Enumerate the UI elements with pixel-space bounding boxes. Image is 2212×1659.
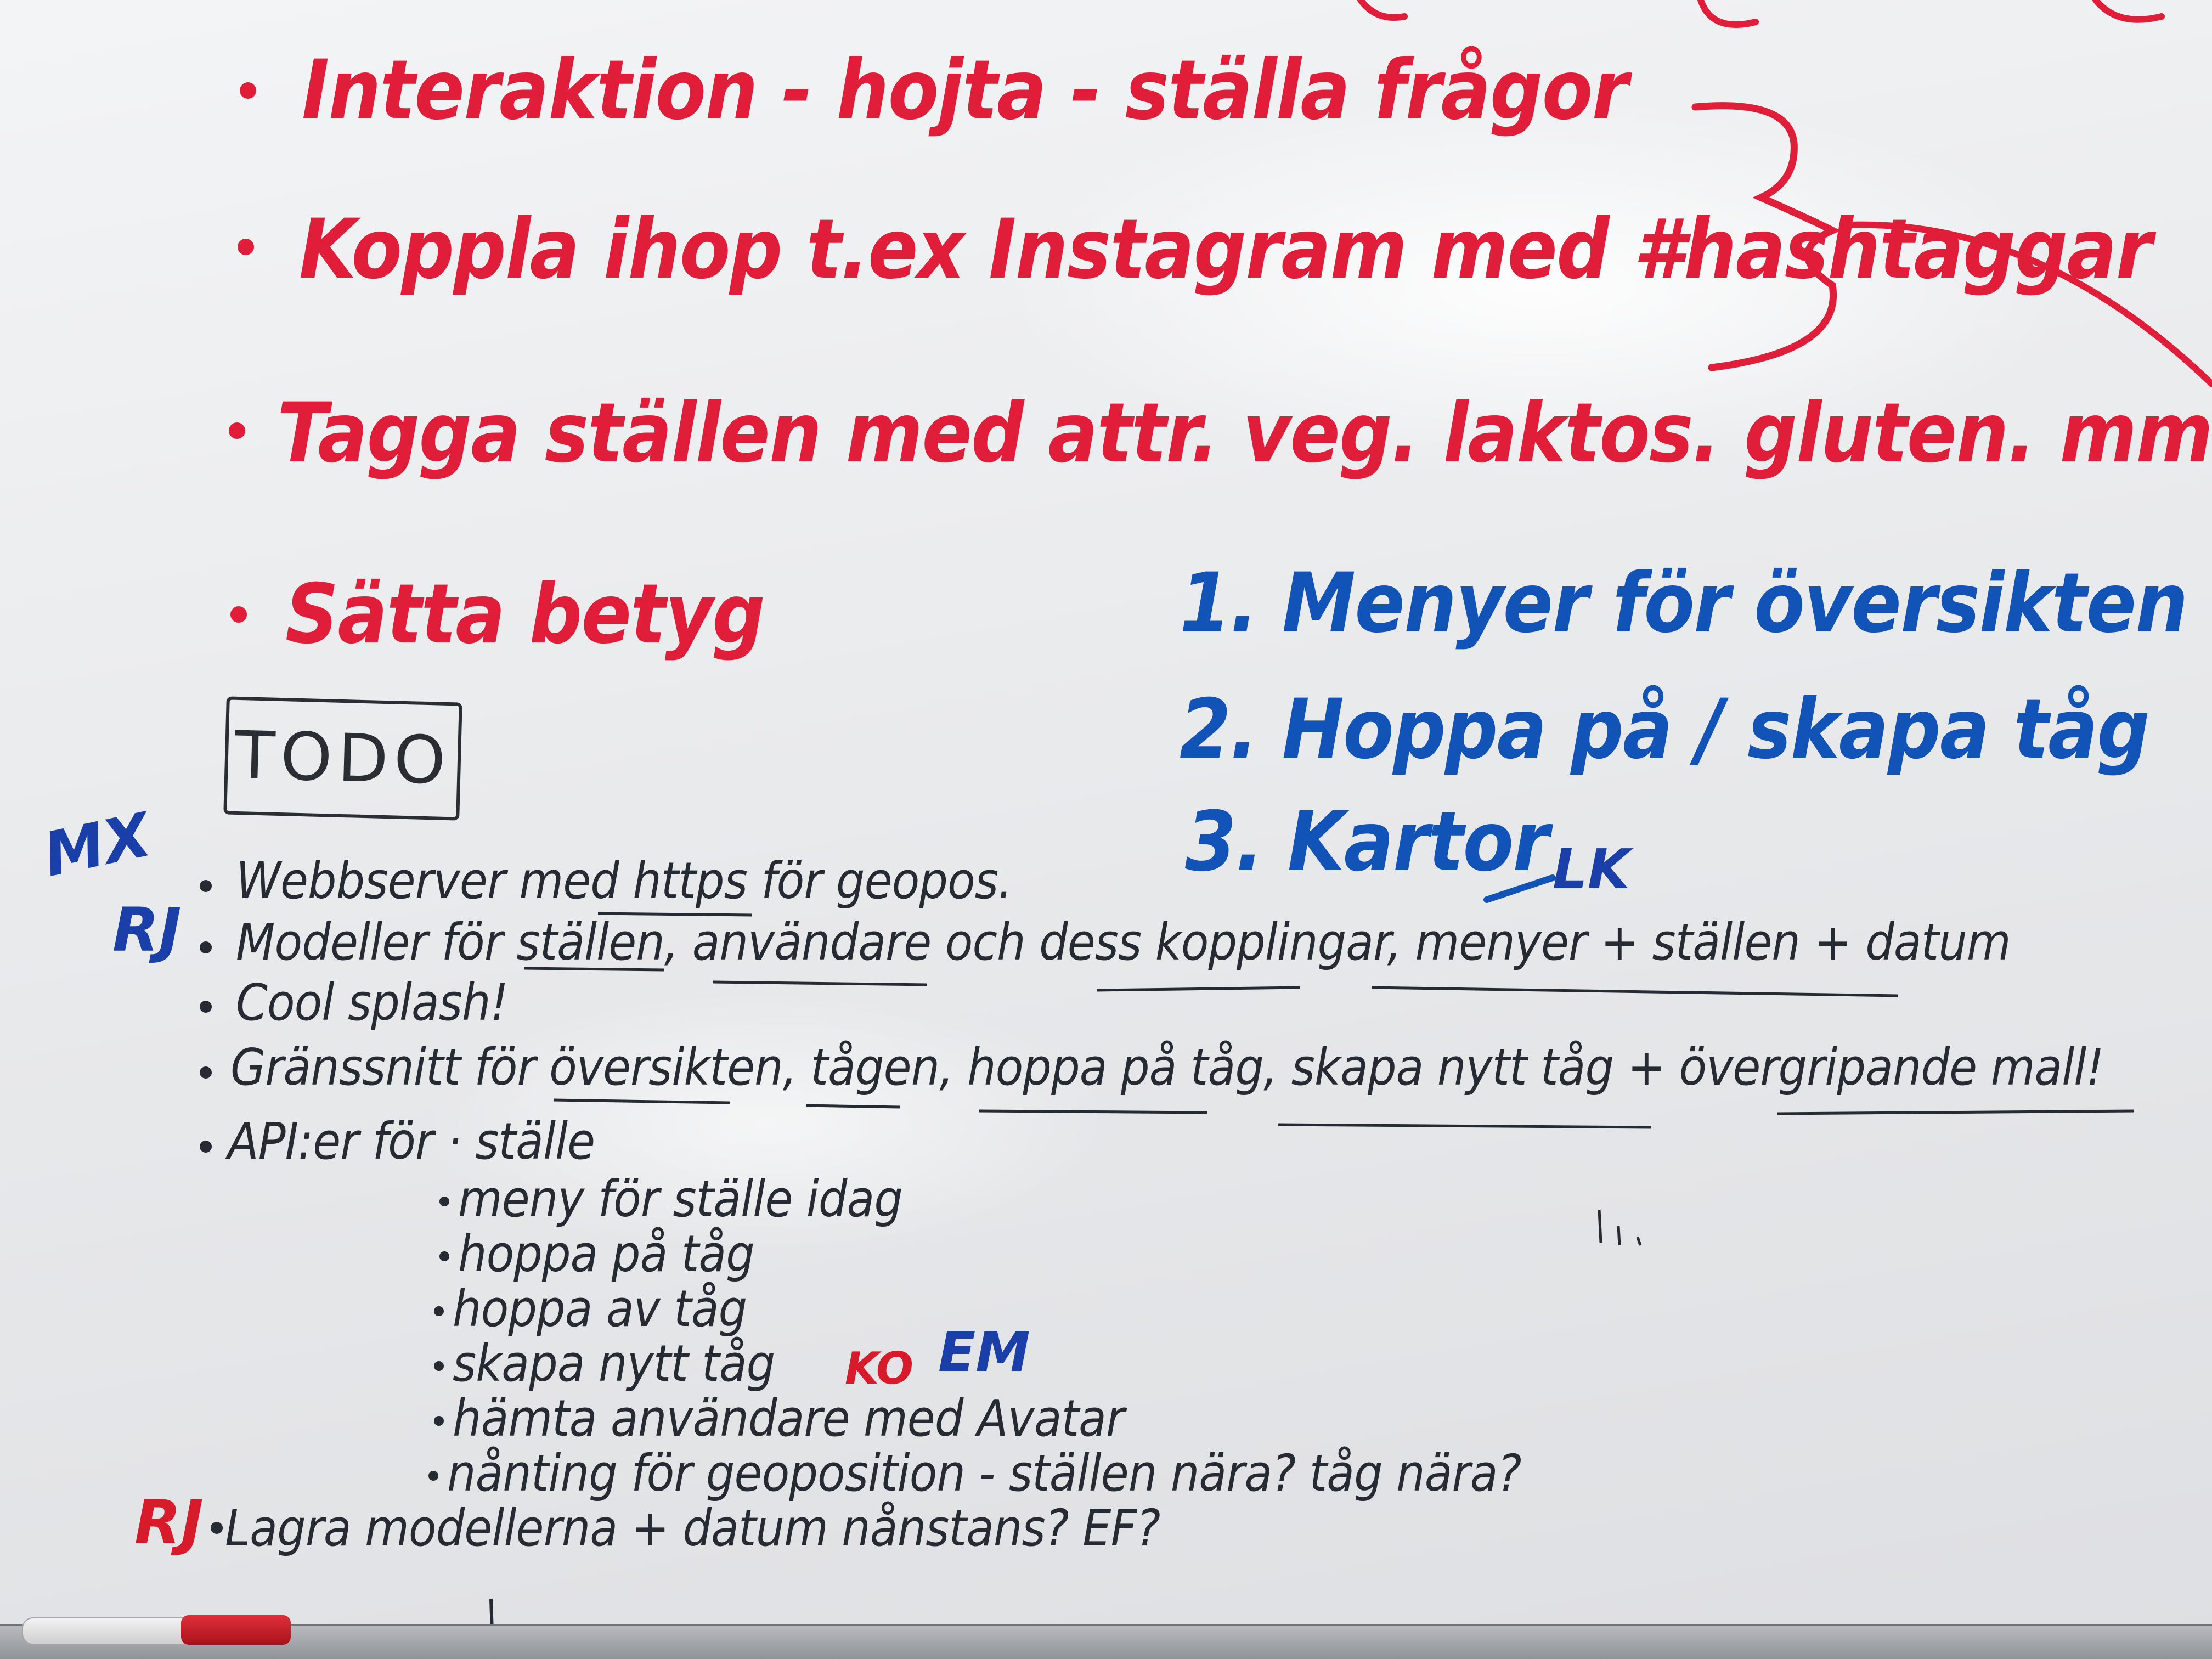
todo-item-2: Modeller för ställen, användare och dess… [236, 913, 2011, 972]
todo-item-4: Gränssnitt för översikten, tågen, hoppa … [230, 1038, 2104, 1097]
initials-lk: LK [1553, 837, 1630, 901]
underline-mall [1777, 1109, 2135, 1115]
todo-bullet-5 [200, 1141, 212, 1153]
blue-priority-1: 1. Menyer för översikten [1180, 556, 2188, 651]
underline-tagen [806, 1104, 900, 1109]
api-sub-item-2: hoppa på tåg [458, 1224, 755, 1283]
red-bullet-2 [238, 239, 254, 255]
sub-bullet-2 [439, 1251, 449, 1261]
initials-mx: MX [37, 799, 157, 890]
todo-bullet-2 [200, 941, 212, 953]
top-partial-stroke [1357, 0, 2165, 28]
sub-bullet-6 [428, 1471, 438, 1481]
sub-bullet-5 [434, 1416, 444, 1426]
red-idea-3: Tagga ställen med attr. veg. laktos. glu… [277, 386, 2212, 481]
todo-bullet-4 [200, 1066, 212, 1079]
initials-rj-first: RJ [112, 895, 182, 965]
api-sub-item-4: skapa nytt tåg [453, 1334, 775, 1393]
todo-bullet-3 [200, 1001, 212, 1013]
sub-bullet-3 [434, 1306, 444, 1316]
sub-bullet-4 [434, 1361, 444, 1371]
sub-bullet-1 [439, 1197, 449, 1206]
blue-priority-2: 2. Hoppa på / skapa tåg [1180, 682, 2150, 777]
red-bullet-4 [230, 606, 247, 623]
underline-oversikten [554, 1098, 730, 1104]
api-sub-item-5: hämta användare med Avatar [453, 1389, 1125, 1448]
todo-bullet-6 [211, 1522, 223, 1534]
initials-ko: KO [845, 1343, 913, 1394]
todo-item-3: Cool splash! [236, 973, 509, 1032]
marker-cap [181, 1615, 291, 1645]
initials-rj-last: RJ [134, 1487, 204, 1558]
api-sub-item-6: nånting för geoposition - ställen nära? … [447, 1444, 1522, 1503]
todo-bullet-1 [200, 880, 212, 892]
underline-skapa [1278, 1123, 1652, 1129]
api-sub-item-1: meny för ställe idag [458, 1170, 903, 1228]
initials-em: EM [938, 1320, 1030, 1384]
red-idea-4: Sätta betyg [285, 567, 765, 662]
underline-kopplingar [1097, 986, 1301, 992]
todo-item-last: Lagra modellerna + datum nånstans? EF? [225, 1499, 1160, 1558]
todo-label: TODO [233, 717, 453, 800]
api-sub-item-3: hoppa av tåg [453, 1279, 747, 1338]
underline-hoppa [979, 1109, 1207, 1114]
red-bullet-3 [229, 422, 245, 439]
marker-tray [0, 1624, 2212, 1659]
todo-item-5: API:er för · ställe [228, 1112, 595, 1171]
underline-menyer [1371, 986, 1899, 997]
underline-anvandare [713, 980, 928, 986]
blue-priority-3: 3. Kartor [1185, 794, 1549, 890]
red-idea-2: Koppla ihop t.ex Instagram med #hashtagg… [299, 202, 2152, 297]
todo-box: TODO [223, 696, 462, 821]
red-bullet-1 [240, 82, 256, 99]
small-marks [1598, 1209, 1642, 1246]
todo-item-1: Webbserver med https för geopos. [236, 851, 1012, 910]
red-idea-1: Interaktion - hojta - ställa frågor [302, 43, 1628, 138]
